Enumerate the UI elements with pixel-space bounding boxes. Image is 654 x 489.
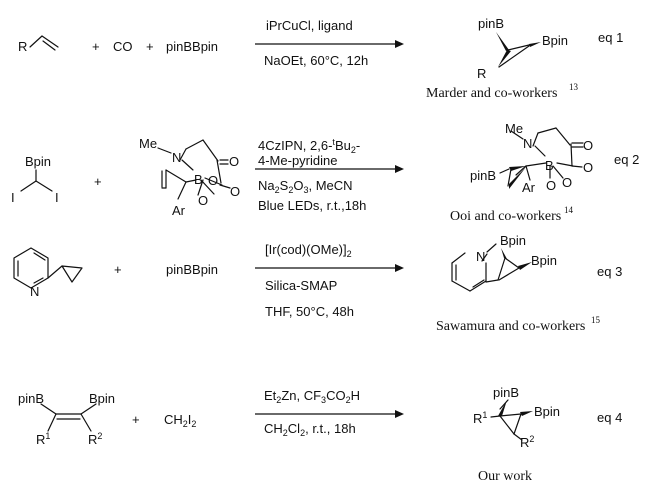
eq1-pinbbpin-label: pinBBpin [166,39,218,54]
eq2-reference-number: 14 [564,205,574,215]
eq2-reference: Ooi and co-workers [450,209,561,224]
eq1-label: eq 1 [598,30,623,45]
eq2-product-pinb: pinB [470,168,496,183]
eq1-plus-2: + [146,39,154,54]
eq4-condition-top: Et2Zn, CF3CO2H [264,388,360,405]
eq3-plus: + [114,262,122,277]
eq2-diiodomethyl-bonds [20,169,53,192]
eq2-reactant-me: Me [139,136,157,151]
eq4-ch2i2-label: CH2I2 [164,412,196,429]
eq1-reference-number: 13 [569,82,579,92]
eq3-pyridine-n: N [30,284,39,299]
eq3-condition-line2: Silica-SMAP [265,278,337,293]
eq1-reference: Marder and co-workers [426,86,557,101]
eq2-product-o-right: O [583,160,593,175]
eq1-alkene-r-label: R [18,39,27,54]
eq3-reference-number: 15 [591,315,601,325]
eq1-co-label: CO [113,39,133,54]
eq3-product-bpin-1: Bpin [500,233,526,248]
eq2-product-o-ring: O [546,178,556,193]
eq4-label: eq 4 [597,410,622,425]
eq4-reactant-r2: R2 [88,431,102,447]
eq4-plus: + [132,412,140,427]
eq3-product-bpin-2: Bpin [531,253,557,268]
eq1-product-cyclopropane [496,32,541,68]
eq2-product-o-mid: O [562,175,572,190]
eq3-pinbbpin-label: pinBBpin [166,262,218,277]
eq2-reactant-n: N [172,150,181,165]
eq2-reactant-o-ring: O [198,193,208,208]
eq4-reference: Our work [478,469,532,484]
eq3-condition-catalyst: [Ir(cod)(OMe)]2 [265,242,352,259]
eq2-product-ar: Ar [522,180,536,195]
eq1-product-pinb: pinB [478,16,504,31]
eq3-product-bonds [451,243,532,292]
eq3-product-n: N [476,249,485,264]
eq2-reactant-i-2: I [55,190,59,205]
eq2-vinyl-mida-bonds [157,139,231,200]
eq2-reactant-o-mid: O [208,173,218,188]
eq3-reference: Sawamura and co-workers [436,319,585,334]
eq4-product-r1: R1 [473,410,487,426]
eq1-condition-top: iPrCuCl, ligand [266,18,353,33]
eq2-reactant-o-right: O [230,184,240,199]
eq1-product-bpin: Bpin [542,33,568,48]
eq2-product-me: Me [505,121,523,136]
eq2-condition-line3: Na2S2O3, MeCN [258,178,353,195]
eq1-product-r: R [477,66,486,81]
eq1-alkene-bonds [29,35,59,51]
eq3-pyridine-ring [13,247,83,289]
eq4-arrow [255,410,404,418]
eq2-plus: + [94,174,102,189]
eq4-product-cyclopropane [490,399,533,441]
eq4-condition-bottom: CH2Cl2, r.t., 18h [264,421,356,438]
eq1-plus-1: + [92,39,100,54]
eq2-reactant-b: B [194,172,203,187]
eq2-arrow [255,165,404,173]
reaction-eq2: Bpin I I + [11,121,639,224]
eq2-product-n: N [523,136,532,151]
eq4-alkene-bonds [40,403,97,432]
eq2-reactant-ar: Ar [172,203,186,218]
eq2-product-bonds [499,127,584,189]
eq2-reactant-o-top: O [229,154,239,169]
eq1-arrow [255,40,404,48]
eq2-product-b: B [545,158,554,173]
reaction-eq4: pinB Bpin R1 R2 + CH2I2 Et2Zn, CF3CO2H C… [18,385,622,484]
eq2-condition-line4: Blue LEDs, r.t.,18h [258,198,366,213]
eq1-condition-bottom: NaOEt, 60°C, 12h [264,53,368,68]
eq3-label: eq 3 [597,264,622,279]
reaction-eq1: R + CO + pinBBpin iPrCuCl, ligand NaOEt,… [18,16,623,101]
eq2-product-o-top: O [583,138,593,153]
eq4-product-pinb: pinB [493,385,519,400]
eq2-reactant-bpin: Bpin [25,154,51,169]
eq4-reactant-pinb: pinB [18,391,44,406]
reaction-eq3: N + pinBBpin [Ir(cod)(OMe)]2 Silica-SMAP… [13,233,622,334]
eq4-reactant-r1: R1 [36,431,50,447]
eq2-reactant-i-1: I [11,190,15,205]
eq4-reactant-bpin: Bpin [89,391,115,406]
eq3-arrow [255,264,404,272]
eq4-product-bpin: Bpin [534,404,560,419]
eq2-label: eq 2 [614,152,639,167]
eq4-product-r2: R2 [520,434,534,450]
eq3-condition-line3: THF, 50°C, 48h [265,304,354,319]
eq2-condition-line2: 4-Me-pyridine [258,153,337,168]
eq2-condition-line1: 4CzIPN, 2,6-tBu2- [258,137,360,155]
